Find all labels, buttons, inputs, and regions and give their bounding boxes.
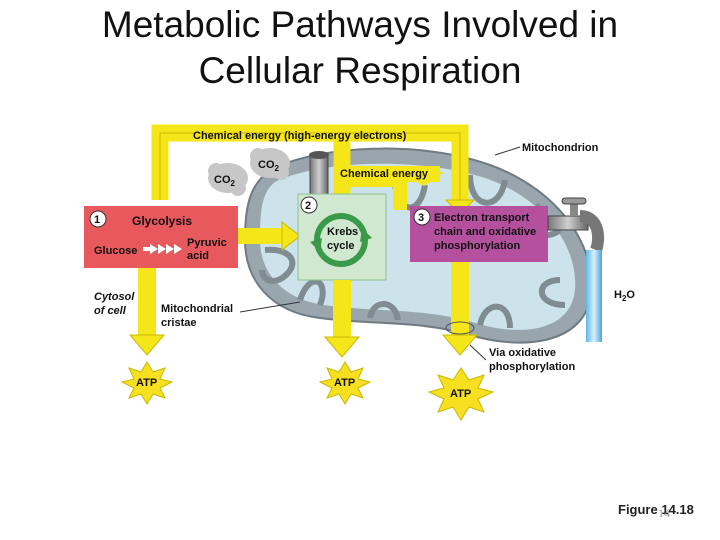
glucose-to-pyruvate-arrows (143, 244, 182, 254)
glycolysis-box (84, 206, 238, 268)
co2-cloud-right (250, 148, 290, 180)
co2-cloud-left (208, 163, 248, 196)
atp-burst-3 (427, 367, 495, 421)
exhaust-pipe-icon (309, 151, 329, 201)
atp-label-1: ATP (136, 377, 157, 389)
atp-arrows (128, 262, 479, 358)
pyruvic-line2: acid (187, 250, 209, 262)
via-leader (469, 344, 487, 361)
water-stream (586, 250, 602, 342)
chemical-energy-arrow (336, 166, 444, 210)
cristae-line1: Mitochondrial (161, 303, 233, 315)
etc-line1: Electron transport (434, 212, 530, 224)
cytosol-line2: of cell (94, 305, 127, 317)
krebs-box (297, 193, 387, 281)
cristae-line2: cristae (161, 317, 196, 329)
mitochondrion-label: Mitochondrion (522, 142, 599, 154)
atp-burst-1 (120, 361, 174, 405)
top-arrow-label: Chemical energy (high-energy electrons) (193, 130, 407, 142)
etc-line2: chain and oxidative (434, 226, 536, 238)
co2-right-label: CO2 (258, 159, 280, 173)
chemical-energy-label: Chemical energy (340, 168, 429, 180)
slide-title: Metabolic Pathways Involved in Cellular … (0, 2, 720, 94)
co2-left-label: CO2 (214, 174, 236, 188)
pyruvate-arrow (238, 220, 301, 252)
figure-label: Figure 14.18 (618, 502, 694, 517)
step3-number: 3 (418, 212, 424, 224)
page-number: 14 (658, 506, 670, 520)
etc-line3: phosphorylation (434, 240, 520, 252)
title-line-2: Cellular Respiration (198, 50, 522, 91)
step1-number: 1 (94, 214, 100, 226)
h2o-label: H2O (614, 289, 635, 303)
atp-label-3: ATP (450, 388, 471, 400)
faucet-icon (547, 197, 604, 253)
title-line-1: Metabolic Pathways Involved in (101, 4, 619, 45)
mitochondrion-leader (494, 146, 521, 156)
cytosol-line1: Cytosol (94, 291, 135, 303)
atp-label-2: ATP (334, 377, 355, 389)
krebs-line1: Krebs (327, 226, 358, 238)
krebs-line2: cycle (327, 240, 355, 252)
rotor-icon (445, 321, 475, 335)
atp-burst-2 (318, 361, 372, 405)
step2-number: 2 (305, 200, 311, 212)
pyruvic-line1: Pyruvic (187, 237, 227, 249)
glucose-label: Glucose (94, 245, 137, 257)
via-line1: Via oxidative (489, 347, 556, 359)
via-line2: phosphorylation (489, 361, 575, 373)
cristae-leader (239, 301, 301, 313)
glycolysis-label: Glycolysis (132, 214, 192, 228)
etc-box (410, 206, 548, 262)
